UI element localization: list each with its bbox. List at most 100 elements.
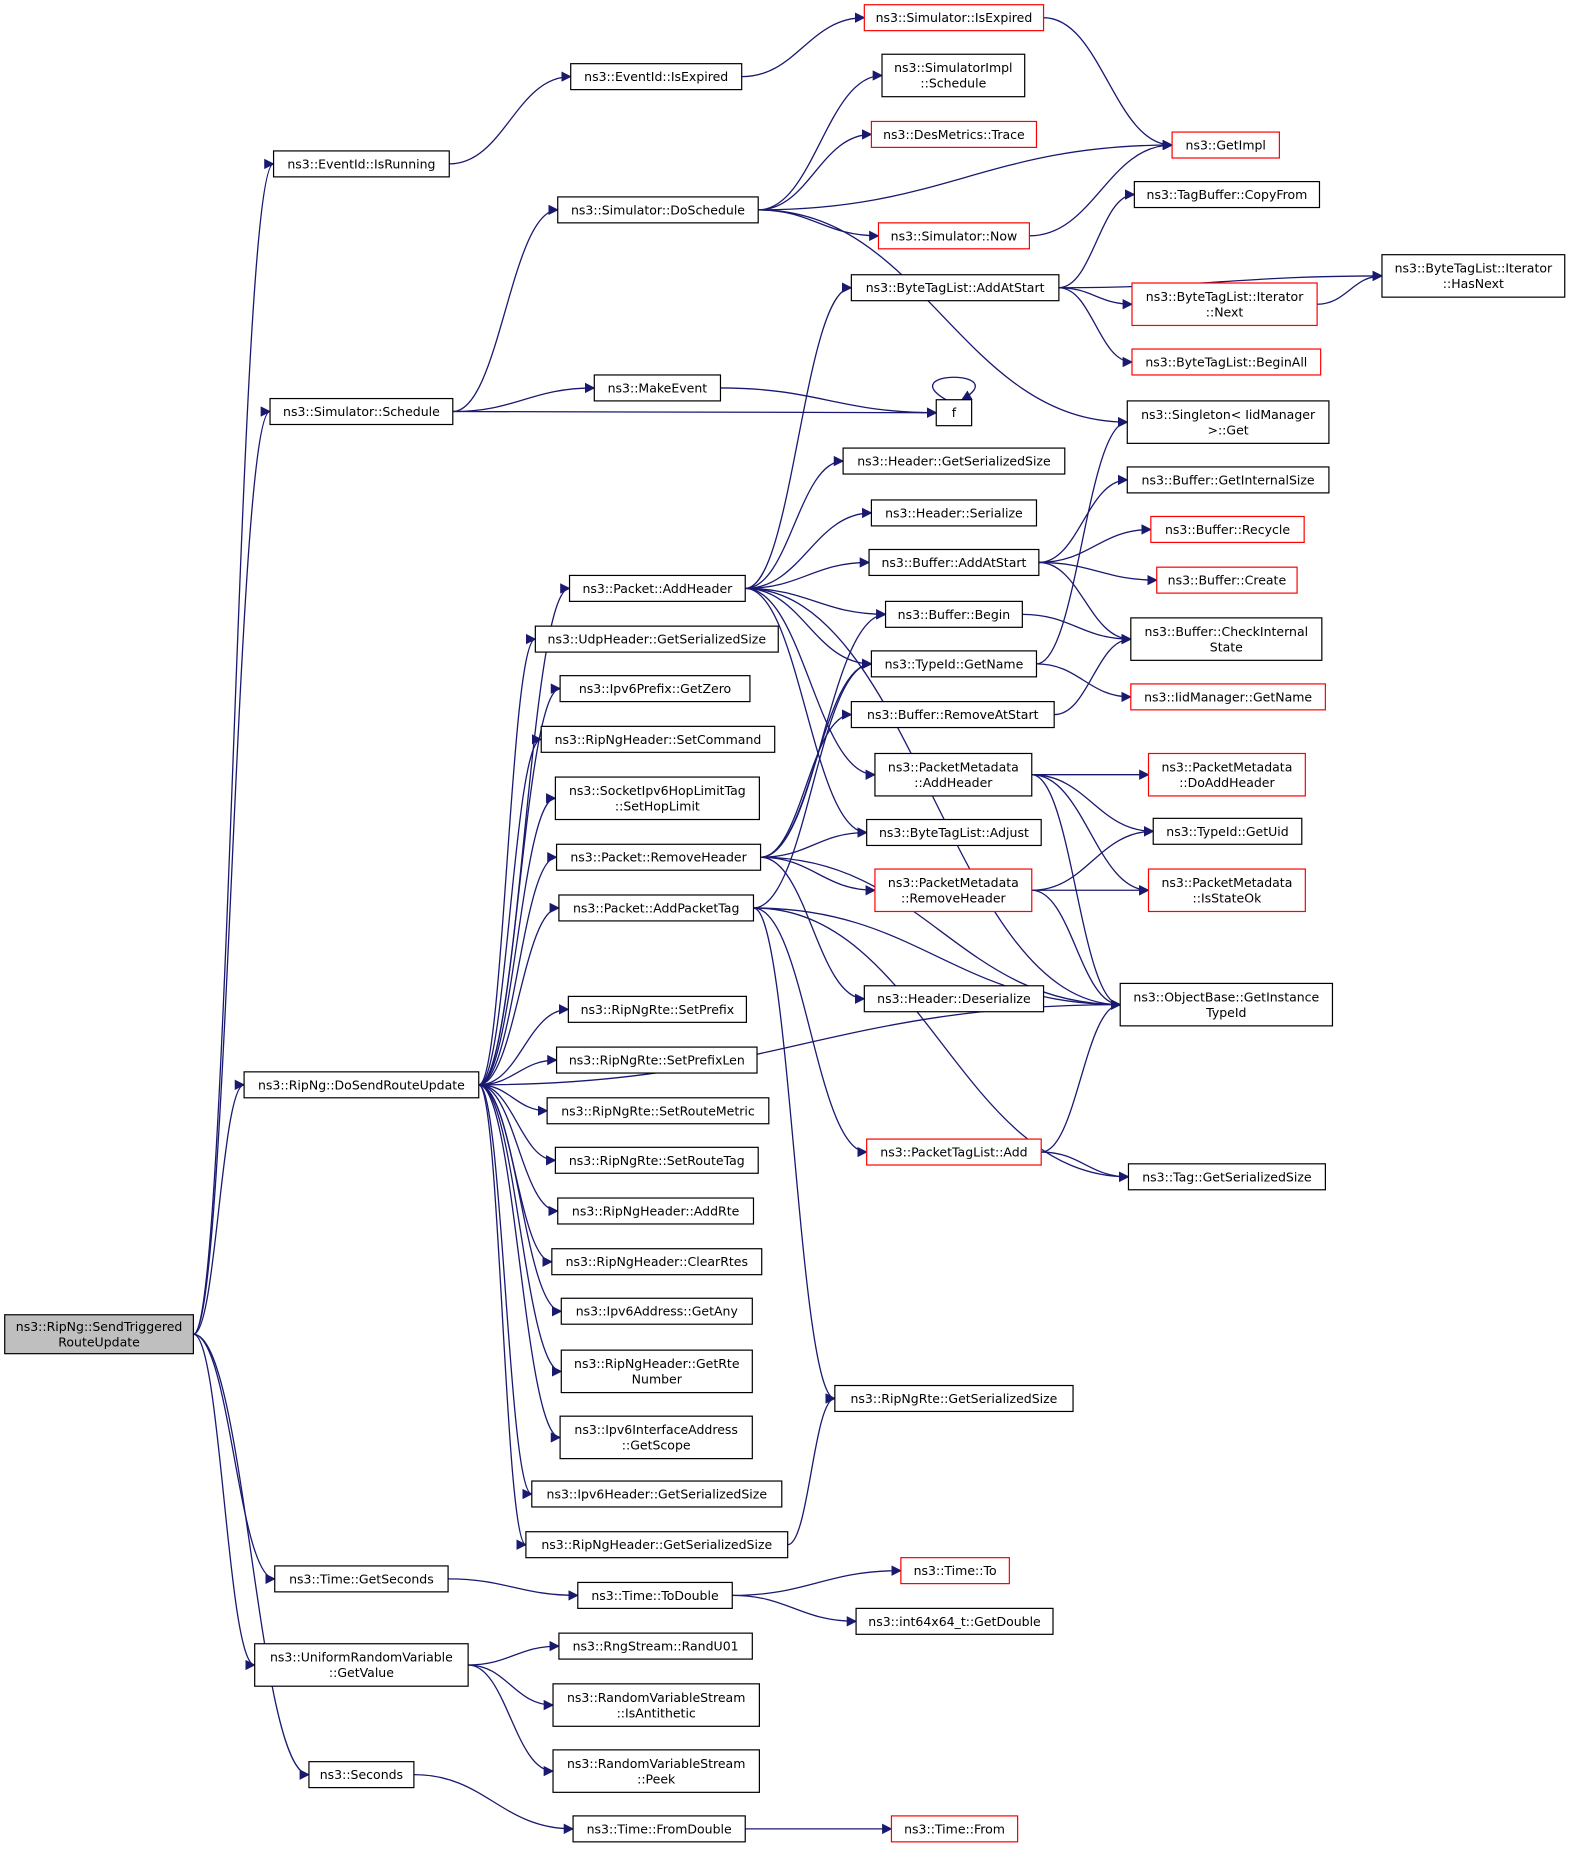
node-simIsExpired[interactable]: ns3::Simulator::IsExpired: [863, 4, 1045, 32]
node-eidIsExpired[interactable]: ns3::EventId::IsExpired: [570, 63, 743, 91]
node-pmAddHeader[interactable]: ns3::PacketMetadata::AddHeader: [874, 752, 1033, 797]
node-box: [552, 1683, 760, 1727]
node-pktAddPacketTag[interactable]: ns3::Packet::AddPacketTag: [558, 894, 755, 922]
node-bufCreate[interactable]: ns3::Buffer::Create: [1156, 566, 1298, 594]
node-pmDoAddHeader[interactable]: ns3::PacketMetadata::DoAddHeader: [1147, 752, 1306, 797]
node-rteSetPrefixLen[interactable]: ns3::RipNgRte::SetPrefixLen: [555, 1046, 758, 1074]
node-timeToDouble[interactable]: ns3::Time::ToDouble: [577, 1581, 733, 1609]
node-simSchedule[interactable]: ns3::Simulator::Schedule: [269, 397, 454, 426]
node-btlIterHasNext[interactable]: ns3::ByteTagList::Iterator::HasNext: [1381, 254, 1566, 298]
node-box: [1126, 466, 1330, 494]
node-rvsPeek[interactable]: ns3::RandomVariableStream::Peek: [552, 1749, 760, 1793]
node-int64GetDouble[interactable]: ns3::int64x64_t::GetDouble: [855, 1607, 1054, 1635]
node-label-line: ns3::EventId::IsRunning: [287, 156, 435, 171]
node-bufRemoveAtStart[interactable]: ns3::Buffer::RemoveAtStart: [850, 701, 1055, 729]
node-ipv6PrefixGetZero[interactable]: ns3::Ipv6Prefix::GetZero: [559, 675, 751, 703]
node-simImplSchedule[interactable]: ns3::SimulatorImpl::Schedule: [881, 53, 1026, 98]
node-f[interactable]: f: [935, 399, 973, 427]
node-sockSetHopLimit[interactable]: ns3::SocketIpv6HopLimitTag::SetHopLimit: [554, 776, 760, 821]
node-label-line: ns3::RipNgRte::SetRouteTag: [569, 1153, 745, 1168]
node-iidGetName[interactable]: ns3::IidManager::GetName: [1130, 683, 1326, 711]
node-box: [881, 53, 1026, 98]
node-singletonGet[interactable]: ns3::Singleton< IidManager>::Get: [1126, 400, 1330, 444]
node-box: [1147, 868, 1306, 913]
node-pmIsStateOk[interactable]: ns3::PacketMetadata::IsStateOk: [1147, 868, 1306, 913]
node-label-line: ns3::RipNg::SendTriggered: [16, 1319, 183, 1334]
node-hdrDeserialize[interactable]: ns3::Header::Deserialize: [863, 985, 1045, 1013]
node-doSendRouteUpdate[interactable]: ns3::RipNg::DoSendRouteUpdate: [243, 1071, 480, 1099]
edge-pktRemoveHeader-to-btlAdjust: [760, 827, 868, 858]
node-ripHdrClearRtes[interactable]: ns3::RipNgHeader::ClearRtes: [551, 1248, 763, 1276]
edge-doSendRouteUpdate-to-ripHdrGetSerSize: [478, 1084, 527, 1550]
node-desTrace[interactable]: ns3::DesMetrics::Trace: [870, 120, 1038, 148]
node-timeTo[interactable]: ns3::Time::To: [900, 1557, 1010, 1585]
node-hdrSerialize[interactable]: ns3::Header::Serialize: [870, 499, 1038, 527]
edge-doSendRouteUpdate-to-pktAddHeader: [478, 583, 571, 1086]
node-udpGetSerSize[interactable]: ns3::UdpHeader::GetSerializedSize: [534, 625, 779, 653]
node-ripHdrGetSerSize[interactable]: ns3::RipNgHeader::GetSerializedSize: [525, 1531, 789, 1559]
node-btlIterNext[interactable]: ns3::ByteTagList::Iterator::Next: [1131, 282, 1318, 327]
node-typeIdGetName[interactable]: ns3::TypeId::GetName: [870, 650, 1038, 678]
node-ipv6AddrGetAny[interactable]: ns3::Ipv6Address::GetAny: [560, 1297, 753, 1325]
edge-bufAddAtStart-to-bufCreate: [1038, 561, 1158, 586]
node-isRunning[interactable]: ns3::EventId::IsRunning: [272, 150, 450, 178]
node-box: [935, 399, 973, 427]
node-label-line: ns3::int64x64_t::GetDouble: [868, 1614, 1041, 1629]
node-bufBegin[interactable]: ns3::Buffer::Begin: [884, 600, 1023, 628]
node-box: [850, 274, 1060, 302]
node-rteSetRouteTag[interactable]: ns3::RipNgRte::SetRouteTag: [554, 1146, 759, 1174]
node-ripHdrSetCommand[interactable]: ns3::RipNgHeader::SetCommand: [540, 725, 776, 753]
edge-doSchedule-to-singletonGet: [758, 209, 1129, 428]
node-ripHdrAddRte[interactable]: ns3::RipNgHeader::AddRte: [557, 1197, 755, 1225]
node-timeFrom[interactable]: ns3::Time::From: [890, 1815, 1019, 1843]
node-rngRandU01[interactable]: ns3::RngStream::RandU01: [558, 1632, 753, 1660]
node-timeGetSeconds[interactable]: ns3::Time::GetSeconds: [274, 1565, 449, 1593]
node-label-line: ns3::RipNgHeader::GetSerializedSize: [541, 1537, 772, 1552]
node-tagGetSerSize[interactable]: ns3::Tag::GetSerializedSize: [1127, 1163, 1326, 1191]
edge-root-to-isRunning: [192, 159, 275, 1335]
node-label-line: ns3::ByteTagList::Iterator: [1146, 289, 1304, 304]
node-box: [863, 4, 1045, 32]
node-label-line: ns3::Header::GetSerializedSize: [857, 454, 1051, 469]
node-rteGetSerSize[interactable]: ns3::RipNgRte::GetSerializedSize: [834, 1384, 1074, 1413]
node-rteSetPrefix[interactable]: ns3::RipNgRte::SetPrefix: [567, 995, 748, 1023]
node-urvGetValue[interactable]: ns3::UniformRandomVariable::GetValue: [254, 1643, 469, 1687]
node-label-line: ns3::Buffer::Recycle: [1165, 522, 1290, 537]
node-btlBeginAll[interactable]: ns3::ByteTagList::BeginAll: [1131, 348, 1322, 376]
node-ipv6IfAddrGetScope[interactable]: ns3::Ipv6InterfaceAddress::GetScope: [559, 1415, 753, 1460]
node-btlAdjust[interactable]: ns3::ByteTagList::Adjust: [866, 818, 1042, 847]
node-label-line: ns3::PacketTagList::Add: [880, 1145, 1027, 1160]
node-ipv6HdrGetSerSize[interactable]: ns3::Ipv6Header::GetSerializedSize: [531, 1480, 783, 1508]
node-doSchedule[interactable]: ns3::Simulator::DoSchedule: [557, 196, 759, 224]
node-box: [572, 1815, 746, 1843]
node-makeEvent[interactable]: ns3::MakeEvent: [593, 374, 722, 402]
node-label-line: ns3::PacketMetadata: [888, 875, 1019, 890]
edge-doSendRouteUpdate-to-ripHdrSetCommand: [478, 734, 543, 1086]
node-bufRecycle[interactable]: ns3::Buffer::Recycle: [1150, 515, 1305, 544]
edge-pktAddHeader-to-bufAddAtStart: [745, 557, 871, 590]
node-hdrGetSerSize[interactable]: ns3::Header::GetSerializedSize: [842, 447, 1066, 475]
edge-root-to-simSchedule: [192, 406, 272, 1335]
edge-doSendRouteUpdate-to-pktAddPacketTag: [478, 902, 560, 1086]
node-bufGetInternalSize[interactable]: ns3::Buffer::GetInternalSize: [1126, 466, 1330, 494]
node-simNow[interactable]: ns3::Simulator::Now: [877, 222, 1031, 250]
node-btlAddAtStart[interactable]: ns3::ByteTagList::AddAtStart: [850, 274, 1060, 302]
node-ptlAdd[interactable]: ns3::PacketTagList::Add: [866, 1138, 1042, 1166]
node-typeIdGetUid[interactable]: ns3::TypeId::GetUid: [1152, 817, 1303, 845]
node-label-line: ns3::RipNgHeader::AddRte: [572, 1203, 740, 1218]
node-pktAddHeader[interactable]: ns3::Packet::AddHeader: [568, 574, 746, 602]
node-bufAddAtStart[interactable]: ns3::Buffer::AddAtStart: [868, 548, 1040, 577]
node-seconds[interactable]: ns3::Seconds: [308, 1761, 415, 1789]
node-pmRemoveHeader[interactable]: ns3::PacketMetadata::RemoveHeader: [874, 868, 1033, 913]
node-timeFromDouble[interactable]: ns3::Time::FromDouble: [572, 1815, 746, 1843]
node-getImpl[interactable]: ns3::GetImpl: [1171, 131, 1280, 159]
edge-pktAddHeader-to-btlAddAtStart: [745, 282, 853, 590]
node-rvsIsAntithetic[interactable]: ns3::RandomVariableStream::IsAntithetic: [552, 1683, 760, 1727]
node-pktRemoveHeader[interactable]: ns3::Packet::RemoveHeader: [555, 843, 762, 871]
node-rteSetRouteMetric[interactable]: ns3::RipNgRte::SetRouteMetric: [546, 1097, 770, 1125]
node-tagCopyFrom[interactable]: ns3::TagBuffer::CopyFrom: [1133, 180, 1321, 209]
node-label-line: ::Peek: [637, 1771, 676, 1786]
